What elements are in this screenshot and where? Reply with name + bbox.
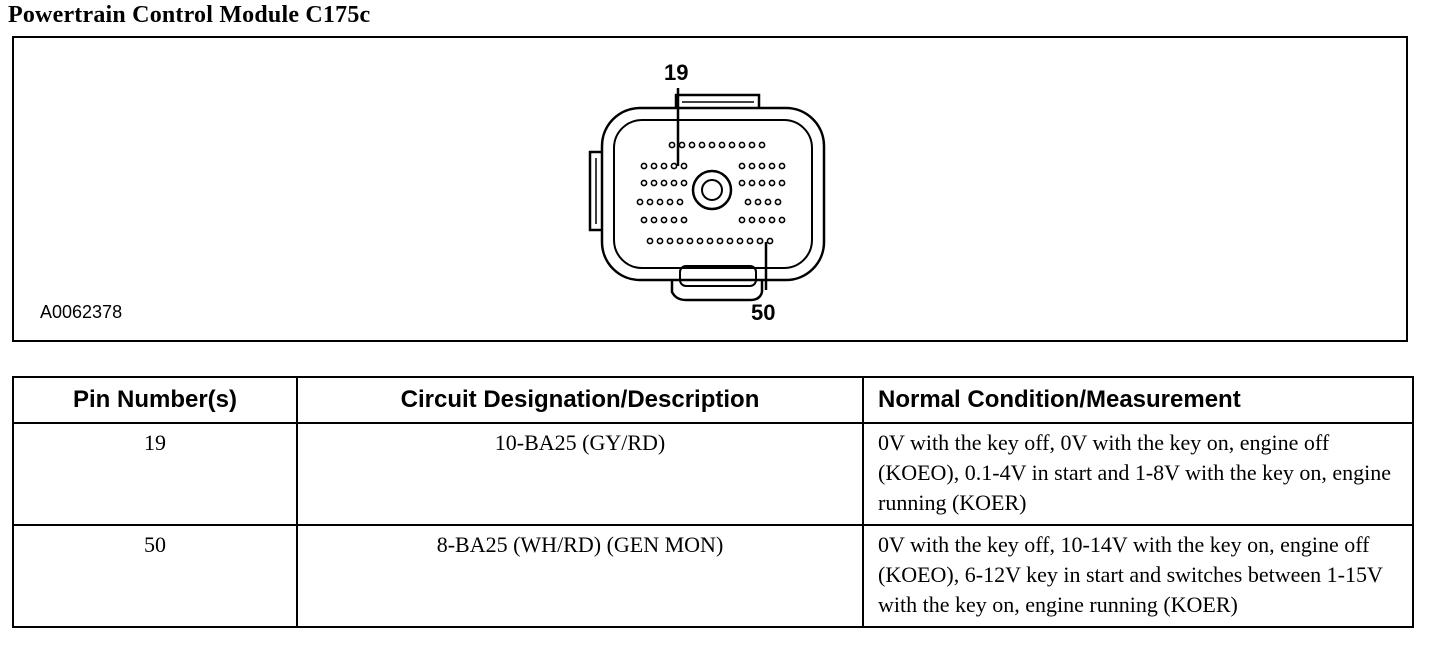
pin-hole xyxy=(666,198,674,206)
pin-hole xyxy=(670,179,678,187)
pin-hole xyxy=(778,162,786,170)
pin-hole xyxy=(766,237,774,245)
table-header-row: Pin Number(s) Circuit Designation/Descri… xyxy=(12,376,1414,424)
pin-hole xyxy=(746,237,754,245)
pin-hole xyxy=(754,198,762,206)
pin-hole xyxy=(646,198,654,206)
pin-hole xyxy=(756,237,764,245)
pin-hole xyxy=(650,216,658,224)
pin-hole xyxy=(758,162,766,170)
pin-hole xyxy=(764,198,772,206)
connector-diagram: 19 50 A0062378 xyxy=(12,36,1408,342)
pin-19-callout: 19 xyxy=(664,60,689,85)
pin-hole xyxy=(738,141,746,149)
pin-hole xyxy=(670,216,678,224)
pin-hole xyxy=(736,237,744,245)
pin-hole xyxy=(758,179,766,187)
pin-cell: 50 xyxy=(12,524,298,628)
pin-hole xyxy=(696,237,704,245)
circuit-cell: 10-BA25 (GY/RD) xyxy=(296,422,864,526)
pin-hole xyxy=(738,179,746,187)
pin-hole xyxy=(680,216,688,224)
pin-cell: 19 xyxy=(12,422,298,526)
pin-hole xyxy=(650,162,658,170)
pin-hole xyxy=(706,237,714,245)
pin-hole xyxy=(698,141,706,149)
figure-id: A0062378 xyxy=(40,302,123,322)
pin-hole xyxy=(666,237,674,245)
pin-hole xyxy=(768,216,776,224)
pin-hole xyxy=(748,162,756,170)
pin-hole xyxy=(676,237,684,245)
pin-hole xyxy=(744,198,752,206)
measurement-cell: 0V with the key off, 10-14V with the key… xyxy=(862,524,1414,628)
pin-hole xyxy=(646,237,654,245)
pin-hole xyxy=(678,141,686,149)
pin-hole xyxy=(748,179,756,187)
pin-hole xyxy=(726,237,734,245)
pin-hole xyxy=(680,179,688,187)
pin-hole xyxy=(656,198,664,206)
pin-50-callout: 50 xyxy=(751,300,776,325)
pin-hole xyxy=(650,179,658,187)
connector-drawing xyxy=(588,88,826,302)
pin-hole xyxy=(718,141,726,149)
table-row: 19 10-BA25 (GY/RD) 0V with the key off, … xyxy=(12,422,1414,526)
header-circuit: Circuit Designation/Description xyxy=(296,376,864,424)
pin-hole xyxy=(728,141,736,149)
pin-hole xyxy=(686,237,694,245)
pin-hole xyxy=(660,179,668,187)
pin-hole xyxy=(670,162,678,170)
pin-hole xyxy=(748,216,756,224)
pin-hole xyxy=(748,141,756,149)
pin-hole xyxy=(676,198,684,206)
pin-hole xyxy=(768,179,776,187)
pin-hole xyxy=(640,216,648,224)
pin-hole xyxy=(668,141,676,149)
pin-hole xyxy=(716,237,724,245)
pin-hole xyxy=(758,216,766,224)
pin-hole xyxy=(636,198,644,206)
pin-hole xyxy=(738,216,746,224)
pin-hole xyxy=(778,216,786,224)
pin-hole xyxy=(660,162,668,170)
pin-hole xyxy=(680,162,688,170)
pin-hole xyxy=(640,162,648,170)
pin-hole xyxy=(778,179,786,187)
pin-hole xyxy=(640,179,648,187)
pin-hole xyxy=(688,141,696,149)
pin-hole xyxy=(768,162,776,170)
table-row: 50 8-BA25 (WH/RD) (GEN MON) 0V with the … xyxy=(12,524,1414,628)
header-pin-number: Pin Number(s) xyxy=(12,376,298,424)
measurement-cell: 0V with the key off, 0V with the key on,… xyxy=(862,422,1414,526)
pin-hole xyxy=(708,141,716,149)
pin-hole xyxy=(738,162,746,170)
pin-table: Pin Number(s) Circuit Designation/Descri… xyxy=(12,376,1414,628)
pin-hole xyxy=(774,198,782,206)
page-title: Powertrain Control Module C175c xyxy=(8,2,371,28)
pin-hole xyxy=(660,216,668,224)
pin-hole xyxy=(758,141,766,149)
circuit-cell: 8-BA25 (WH/RD) (GEN MON) xyxy=(296,524,864,628)
header-measurement: Normal Condition/Measurement xyxy=(862,376,1414,424)
pin-hole xyxy=(656,237,664,245)
